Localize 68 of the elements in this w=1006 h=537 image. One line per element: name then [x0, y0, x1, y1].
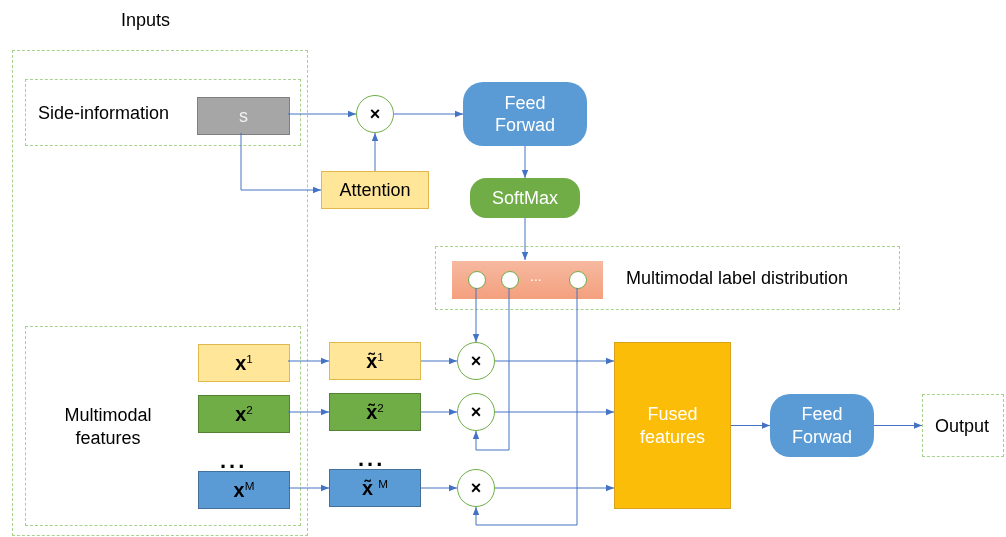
node-label: Feed Forwad — [494, 91, 556, 137]
arrow — [521, 217, 529, 261]
process-box — [463, 82, 587, 146]
arrow — [420, 357, 458, 365]
arrow — [730, 422, 771, 429]
node-label: Multimodal label distribution — [626, 266, 849, 290]
arrow — [494, 484, 615, 492]
node-label: × — [470, 476, 482, 500]
group-box — [25, 79, 301, 146]
node-label: SoftMax — [492, 186, 558, 210]
ellipsis: ... — [530, 268, 542, 286]
node-label: x$^{1}$ — [235, 350, 253, 376]
distribution-bar — [452, 261, 603, 299]
node-label: × — [470, 349, 482, 373]
arrow — [472, 287, 480, 343]
arrow — [240, 132, 322, 194]
multiply-circle — [457, 469, 495, 507]
node-label: Feed Forwad — [791, 403, 853, 448]
arrow — [287, 484, 330, 492]
arrow — [371, 132, 379, 172]
group-box — [435, 246, 900, 310]
node-label: Output — [935, 414, 990, 437]
arrow — [472, 287, 510, 451]
process-box — [470, 178, 580, 218]
panel-heading: Inputs — [121, 9, 171, 32]
feature-box — [198, 471, 290, 509]
node-label: Multimodal features — [63, 403, 153, 449]
node-label: x̃$^{2}$ — [366, 399, 384, 425]
node-label: Attention — [339, 178, 411, 202]
probability-circle — [468, 271, 486, 289]
probability-circle — [569, 271, 587, 289]
arrow — [420, 484, 458, 492]
node-label: × — [369, 102, 381, 126]
arrow — [494, 408, 615, 416]
arrow — [494, 357, 615, 365]
arrow — [287, 357, 330, 365]
feature-box — [329, 342, 421, 380]
multiply-circle — [457, 393, 495, 431]
arrow — [393, 110, 464, 118]
node-label: x$^{M}$ — [233, 477, 255, 503]
ellipsis: ... — [358, 446, 386, 472]
ellipsis: ... — [220, 448, 248, 474]
arrow — [873, 422, 923, 429]
node-label: Side-information — [38, 101, 170, 124]
feature-box — [198, 344, 290, 382]
node-label: Fused features — [638, 403, 706, 448]
input-box — [197, 97, 290, 135]
process-box — [770, 394, 874, 457]
multiply-circle — [356, 95, 394, 133]
feature-box — [329, 393, 421, 431]
arrow — [287, 110, 357, 118]
node-label: x̃$^{1}$ — [366, 348, 384, 374]
node-label: x$^{2}$ — [235, 401, 253, 427]
arrow — [521, 145, 529, 179]
multiply-circle — [457, 342, 495, 380]
feature-box — [321, 171, 429, 209]
group-box — [922, 394, 1004, 457]
fusion-box — [614, 342, 731, 509]
node-label: × — [470, 400, 482, 424]
node-label: x̃ $^{M}$ — [362, 475, 388, 501]
node-label: s — [239, 104, 248, 128]
feature-box — [329, 469, 421, 507]
arrow — [472, 287, 578, 526]
group-box — [25, 326, 301, 526]
probability-circle — [501, 271, 519, 289]
arrow — [287, 408, 330, 416]
arrow — [420, 408, 458, 416]
feature-box — [198, 395, 290, 433]
